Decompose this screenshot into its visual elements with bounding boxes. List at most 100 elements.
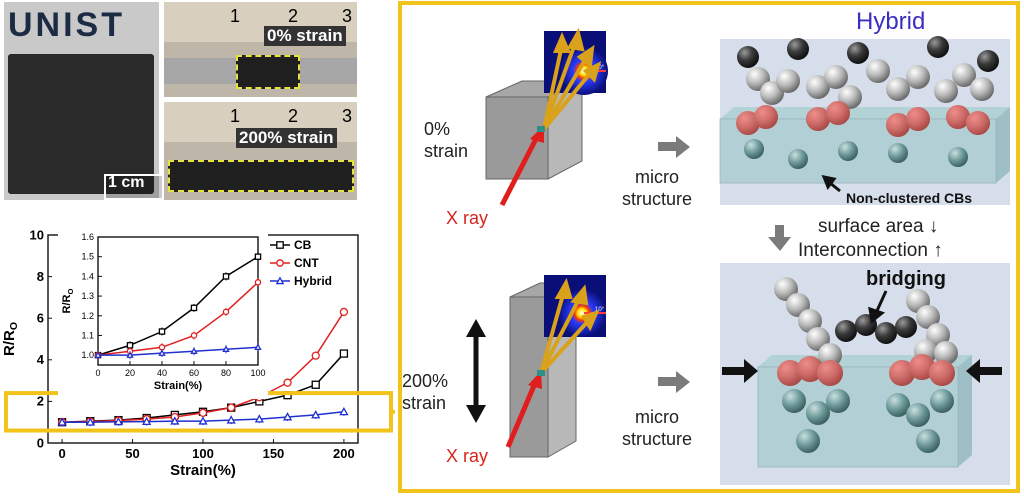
interface-particle bbox=[929, 360, 955, 386]
x-tick-label: 100 bbox=[192, 446, 214, 461]
interface-particle bbox=[817, 360, 843, 386]
data-point bbox=[190, 332, 198, 339]
data-point bbox=[158, 328, 166, 335]
data-point bbox=[283, 378, 292, 387]
cnt-particle bbox=[934, 79, 958, 103]
arrow-down bbox=[768, 225, 791, 251]
cnt-particle bbox=[824, 65, 848, 89]
data-point bbox=[222, 273, 230, 280]
cb-particle bbox=[895, 316, 917, 338]
arrow-right-top bbox=[658, 136, 690, 158]
compress-arrow-left bbox=[722, 359, 758, 383]
embedded-particle bbox=[744, 139, 764, 159]
logo: UNIST bbox=[8, 6, 125, 44]
data-point bbox=[222, 308, 230, 316]
y-tick-label: 1.2 bbox=[81, 311, 94, 321]
saxs-tick-label: 10° bbox=[595, 65, 605, 71]
strain-label-200: 200% strain bbox=[236, 128, 337, 148]
cnt-particle bbox=[866, 59, 890, 83]
strain-label-0: 0% strain bbox=[264, 26, 346, 46]
x-tick-label: 20 bbox=[125, 368, 135, 378]
data-point bbox=[170, 416, 180, 425]
cnt-particle bbox=[906, 65, 930, 89]
y-tick-label: 1.6 bbox=[81, 232, 94, 242]
ruler-tick-1: 1 bbox=[230, 106, 241, 126]
series-line-cnt bbox=[97, 281, 259, 356]
scale-bar-label: 1 cm bbox=[108, 174, 145, 191]
scattered-beams-top bbox=[542, 27, 602, 131]
data-point bbox=[254, 343, 262, 351]
data-point bbox=[254, 279, 262, 286]
legend-entry-hybrid: Hybrid bbox=[294, 274, 332, 288]
bridging-pointer bbox=[868, 290, 888, 324]
y-tick-label: 1.4 bbox=[81, 271, 94, 281]
y-tick-label: 10 bbox=[30, 227, 44, 242]
mechanism-diagram: 10° 10° bbox=[466, 27, 1010, 485]
y-tick-label: 0 bbox=[37, 435, 44, 450]
cb-particle bbox=[847, 42, 869, 64]
embedded-particle bbox=[948, 147, 968, 167]
sample-film-0 bbox=[236, 55, 300, 89]
embedded-particle bbox=[888, 143, 908, 163]
cnt-particle bbox=[798, 309, 822, 333]
y-tick-label: 4 bbox=[37, 352, 45, 367]
data-point bbox=[275, 276, 285, 285]
embedded-particle bbox=[796, 429, 820, 453]
embedded-particle bbox=[916, 429, 940, 453]
legend-entry-cb: CB bbox=[294, 238, 312, 252]
y-tick-label: 6 bbox=[37, 311, 44, 326]
ruler-tick-3: 3 bbox=[342, 6, 353, 26]
interface-particle bbox=[754, 105, 778, 129]
microstructure-top bbox=[719, 36, 1010, 205]
data-point bbox=[158, 344, 166, 351]
bridging-label: bridging bbox=[866, 268, 946, 290]
compress-arrow-right bbox=[966, 359, 1002, 383]
data-point bbox=[142, 416, 152, 426]
ruler-tick-2: 2 bbox=[288, 106, 299, 126]
x-tick-label: 0 bbox=[58, 446, 65, 461]
series-line-hybrid bbox=[98, 346, 259, 356]
data-point bbox=[85, 417, 95, 426]
cb-particle bbox=[787, 38, 809, 60]
embedded-particle bbox=[886, 393, 910, 417]
cnt-particle bbox=[886, 77, 910, 101]
surface-area-label: surface area ↓ bbox=[818, 216, 939, 237]
legend-entry-cnt: CNT bbox=[294, 256, 319, 270]
x-tick-label: 60 bbox=[189, 368, 199, 378]
sample-photo: UNIST 1 cm bbox=[4, 2, 164, 200]
data-point bbox=[126, 342, 134, 349]
interface-particle bbox=[826, 101, 850, 125]
data-point bbox=[227, 403, 236, 412]
data-point bbox=[339, 406, 349, 416]
y-tick-label: 1.3 bbox=[81, 291, 94, 301]
cnt-particle bbox=[818, 343, 842, 367]
y-tick-label: 8 bbox=[37, 269, 44, 284]
interface-particle bbox=[806, 107, 830, 131]
interface-particle bbox=[777, 360, 803, 386]
data-point bbox=[57, 417, 67, 426]
black-film bbox=[8, 54, 154, 194]
data-point bbox=[190, 347, 198, 354]
y-tick-label: 2 bbox=[37, 394, 44, 409]
x-tick-label: 100 bbox=[250, 368, 265, 378]
x-tick-label: 80 bbox=[221, 368, 231, 378]
y-axis-label: R/RO bbox=[1, 322, 20, 356]
nonclustered-pointer bbox=[821, 174, 841, 193]
cnt-particle bbox=[952, 63, 976, 87]
interface-particle bbox=[946, 105, 970, 129]
interface-particle bbox=[886, 113, 910, 137]
micro-structure-label-bottom: micro structure bbox=[622, 407, 693, 449]
cnt-particle bbox=[970, 77, 994, 101]
plot-frame bbox=[97, 236, 259, 366]
x-tick-label: 40 bbox=[157, 368, 167, 378]
cb-particle bbox=[835, 320, 857, 342]
cb-particle bbox=[737, 46, 759, 68]
data-point bbox=[198, 416, 208, 425]
interface-particle bbox=[797, 356, 823, 382]
ruler-tick-2: 2 bbox=[288, 6, 299, 26]
y-axis-label: R/RO bbox=[61, 289, 75, 314]
ruler-tick-1: 1 bbox=[230, 6, 241, 26]
x-tick-label: 150 bbox=[263, 446, 285, 461]
cb-particle bbox=[875, 322, 897, 344]
